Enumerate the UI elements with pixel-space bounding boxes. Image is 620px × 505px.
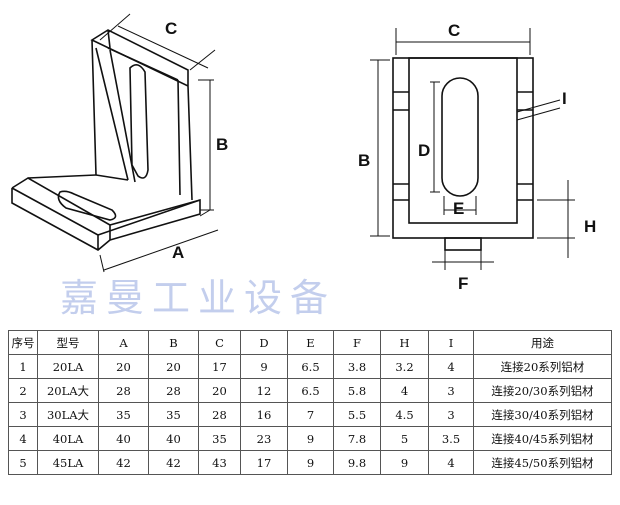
column-header: A: [98, 330, 149, 355]
dim-label-c-left: C: [165, 19, 177, 38]
table-cell: 连接30/40系列铝材: [473, 402, 612, 427]
table-cell: 20: [98, 354, 149, 379]
table-cell: 9: [287, 426, 334, 451]
table-cell: 28: [98, 378, 149, 403]
table-cell: 20: [148, 354, 199, 379]
table-cell: 3: [8, 402, 38, 427]
table-cell: 3: [428, 402, 474, 427]
table-cell: 4: [8, 426, 38, 451]
table-cell: 4: [380, 378, 429, 403]
table-cell: 40LA: [37, 426, 99, 451]
table-cell: 9: [380, 450, 429, 475]
table-cell: 30LA大: [37, 402, 99, 427]
table-cell: 2: [8, 378, 38, 403]
table-cell: 4: [428, 450, 474, 475]
column-header: E: [287, 330, 334, 355]
table-cell: 9.8: [333, 450, 381, 475]
column-header: F: [333, 330, 381, 355]
table-cell: 40: [148, 426, 199, 451]
table-cell: 3.8: [333, 354, 381, 379]
technical-drawing: C B A C B D E I H F: [11, 13, 596, 293]
table-cell: 40: [98, 426, 149, 451]
dim-label-h: H: [584, 217, 596, 236]
dim-label-e: E: [453, 199, 464, 218]
table-cell: 5.5: [333, 402, 381, 427]
table-cell: 连接45/50系列铝材: [473, 450, 612, 475]
table-cell: 5: [8, 450, 38, 475]
table-cell: 12: [240, 378, 288, 403]
column-header: D: [240, 330, 288, 355]
front-view: [370, 28, 575, 270]
watermark: 嘉曼工业设备: [60, 276, 337, 320]
dim-label-i: I: [562, 89, 567, 108]
table-cell: 35: [148, 402, 199, 427]
table-cell: 5.8: [333, 378, 381, 403]
table-cell: 3: [428, 378, 474, 403]
column-header: B: [148, 330, 199, 355]
table-cell: 45LA: [37, 450, 99, 475]
table-cell: 20LA大: [37, 378, 99, 403]
dim-label-b-left: B: [216, 135, 228, 154]
dim-label-d: D: [418, 141, 430, 160]
table-cell: 28: [198, 402, 241, 427]
table-cell: 5: [380, 426, 429, 451]
dim-label-b-right: B: [358, 151, 370, 170]
table-cell: 16: [240, 402, 288, 427]
column-header: H: [380, 330, 429, 355]
table-cell: 17: [240, 450, 288, 475]
dim-label-c-right: C: [448, 21, 460, 40]
table-cell: 9: [287, 450, 334, 475]
table-cell: 17: [198, 354, 241, 379]
table-cell: 42: [148, 450, 199, 475]
table-cell: 7.8: [333, 426, 381, 451]
isometric-view: [11, 13, 219, 273]
table-cell: 连接20/30系列铝材: [473, 378, 612, 403]
table-cell: 35: [198, 426, 241, 451]
column-header: 型号: [37, 330, 99, 355]
table-cell: 3.2: [380, 354, 429, 379]
table-cell: 6.5: [287, 354, 334, 379]
dim-label-a-left: A: [172, 243, 184, 262]
table-cell: 43: [198, 450, 241, 475]
table-cell: 42: [98, 450, 149, 475]
column-header: C: [198, 330, 241, 355]
dim-label-f: F: [458, 274, 468, 293]
table-cell: 3.5: [428, 426, 474, 451]
table-cell: 20: [198, 378, 241, 403]
table-cell: 连接40/45系列铝材: [473, 426, 612, 451]
table-cell: 9: [240, 354, 288, 379]
table-cell: 35: [98, 402, 149, 427]
table-cell: 1: [8, 354, 38, 379]
table-cell: 23: [240, 426, 288, 451]
table-cell: 6.5: [287, 378, 334, 403]
table-cell: 7: [287, 402, 334, 427]
column-header: 用途: [473, 330, 612, 355]
column-header: I: [428, 330, 474, 355]
column-header: 序号: [8, 330, 38, 355]
table-cell: 连接20系列铝材: [473, 354, 612, 379]
table-cell: 4: [428, 354, 474, 379]
table-cell: 4.5: [380, 402, 429, 427]
table-cell: 20LA: [37, 354, 99, 379]
table-cell: 28: [148, 378, 199, 403]
